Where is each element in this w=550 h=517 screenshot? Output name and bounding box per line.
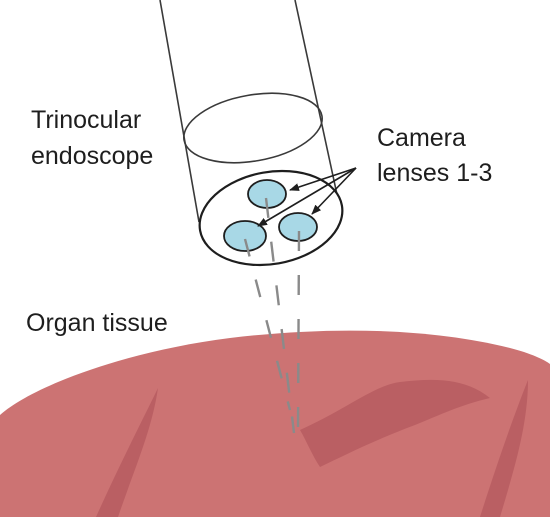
tissue-groove-center bbox=[300, 379, 490, 467]
camera-lenses bbox=[223, 179, 318, 252]
endoscope-shaft-left bbox=[159, 0, 200, 223]
arrow-to-lens-2 bbox=[257, 167, 357, 227]
lens-pointer-arrows bbox=[257, 167, 357, 227]
camera-lenses-label-line1: Camera bbox=[377, 124, 466, 152]
arrow-to-lens-3 bbox=[311, 167, 357, 215]
endoscope-back-rim bbox=[183, 92, 323, 164]
camera-lens-2 bbox=[223, 220, 267, 252]
organ-tissue bbox=[0, 330, 550, 517]
viewing-rays bbox=[243, 197, 301, 434]
camera-lenses-label-line2: lenses 1-3 bbox=[377, 159, 492, 187]
tissue-groove-right bbox=[480, 380, 528, 517]
tissue-body bbox=[0, 330, 550, 517]
viewing-ray-lens-3 bbox=[296, 230, 301, 434]
endoscope-label-line2: endoscope bbox=[31, 142, 153, 170]
organ-tissue-label: Organ tissue bbox=[26, 309, 168, 337]
viewing-ray-lens-2 bbox=[243, 238, 292, 411]
arrow-to-lens-1 bbox=[289, 167, 357, 191]
endoscope-label-line1: Trinocular bbox=[31, 106, 141, 134]
tissue-groove-left bbox=[96, 388, 158, 517]
